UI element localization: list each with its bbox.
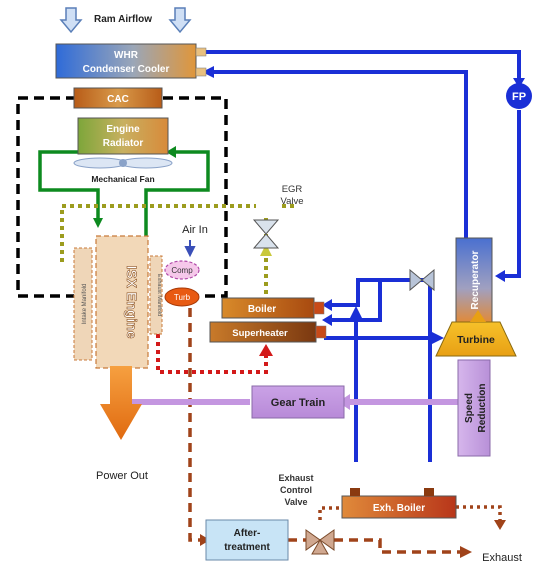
exhaust-boiler-label: Exh. Boiler bbox=[373, 503, 425, 514]
ram-airflow-right-arrow-icon bbox=[168, 7, 192, 34]
egr-line bbox=[60, 204, 296, 298]
boiler-feed-arrowhead-icon bbox=[322, 299, 332, 311]
air-in-arrow-icon bbox=[184, 240, 196, 258]
turbocharger-turbine bbox=[164, 287, 200, 307]
exh-boiler-outlet-arrowhead-icon bbox=[494, 520, 506, 530]
turbine-label: Turbine bbox=[457, 334, 495, 346]
radiator-label-line2: Radiator bbox=[103, 138, 144, 149]
engine-label: ISX Engine bbox=[124, 265, 140, 338]
exhaust-manifold-label: Exhaust Manifold bbox=[156, 274, 162, 316]
power-out-label: Power Out bbox=[96, 470, 148, 482]
compressor-label: Comp bbox=[171, 266, 193, 275]
isx-engine bbox=[73, 235, 163, 369]
exhaust-boiler bbox=[341, 495, 457, 519]
whr-label-line1: WHR bbox=[114, 50, 139, 61]
speed-reduction bbox=[457, 359, 491, 457]
egr-valve-icon bbox=[252, 219, 280, 249]
exhaust-valve-label-line1: Exhaust bbox=[278, 473, 313, 483]
compressor bbox=[164, 260, 200, 280]
coolant-arrowhead-down-icon bbox=[93, 218, 103, 228]
exh-boiler-upflow-arrowhead-icon bbox=[350, 306, 362, 318]
exhaust-dotted-lines bbox=[318, 505, 502, 524]
superheater-port bbox=[315, 325, 327, 339]
working-fluid-valve-icon bbox=[409, 268, 435, 292]
power-out-arrow-icon bbox=[100, 366, 142, 440]
hot-exhaust-line bbox=[156, 334, 268, 374]
recuperator-to-turbine-arrow-icon bbox=[470, 310, 486, 322]
recuperator-label: Recuperator bbox=[470, 250, 481, 309]
exhaust-outlet-arrowhead-icon bbox=[460, 546, 472, 558]
mechanical-fan-label: Mechanical Fan bbox=[91, 174, 154, 184]
speed-reduction-label-line1: Speed bbox=[464, 393, 475, 423]
feed-pump-label: FP bbox=[512, 91, 526, 103]
gear-train-label: Gear Train bbox=[271, 397, 326, 409]
egr-label-line2: Valve bbox=[280, 196, 303, 207]
air-in-label: Air In bbox=[182, 224, 208, 236]
ram-airflow-left-arrow-icon bbox=[59, 7, 83, 34]
hot-exhaust-arrowhead-icon bbox=[259, 344, 273, 356]
aftertreatment-label-line2: treatment bbox=[224, 542, 270, 553]
superheater-feed-arrowhead-icon bbox=[322, 314, 332, 326]
whr-label-line2: Condenser Cooler bbox=[83, 64, 170, 75]
superheater-label: Superheater bbox=[232, 328, 288, 339]
exhaust-label: Exhaust bbox=[482, 552, 522, 564]
coolant-arrowhead-left-icon bbox=[166, 146, 176, 158]
recuperator-arrowhead-icon bbox=[495, 270, 505, 282]
whr-return-arrowhead-icon bbox=[202, 66, 214, 78]
exh-boiler-port-left bbox=[350, 488, 360, 496]
intake-manifold-label: Intake Manifold bbox=[82, 284, 88, 325]
charge-air-cooler bbox=[73, 87, 163, 109]
egr-label-line1: EGR bbox=[282, 184, 303, 195]
exhaust-lines bbox=[188, 308, 462, 554]
mechanical-fan-icon bbox=[73, 157, 173, 169]
whr-port-top bbox=[195, 47, 207, 57]
turbocharger-turbine-label: Turb bbox=[174, 293, 191, 302]
ram-airflow-label: Ram Airflow bbox=[94, 14, 152, 25]
gear-train bbox=[251, 385, 345, 419]
speed-reduction-label-line2: Reduction bbox=[477, 384, 488, 433]
aftertreatment-label-line1: After- bbox=[234, 528, 261, 539]
aftertreatment-arrowhead-icon bbox=[200, 534, 210, 546]
exh-boiler-port-right bbox=[424, 488, 434, 496]
boiler-label: Boiler bbox=[248, 304, 276, 315]
exhaust-valve-label-line2: Control bbox=[280, 485, 312, 495]
exhaust-valve-label-line3: Valve bbox=[284, 497, 307, 507]
turbine-inlet-arrowhead-icon bbox=[432, 332, 444, 344]
cac-label: CAC bbox=[107, 94, 129, 105]
recuperator bbox=[455, 237, 493, 323]
exhaust-control-valve-icon bbox=[305, 529, 335, 555]
whr-condenser-cooler bbox=[55, 43, 197, 79]
whr-port-bottom bbox=[195, 67, 207, 77]
aftertreatment bbox=[205, 519, 289, 561]
egr-arrowhead-icon bbox=[260, 244, 272, 256]
boiler-port bbox=[313, 301, 325, 315]
engine-radiator bbox=[77, 117, 169, 155]
radiator-label-line1: Engine bbox=[106, 124, 140, 135]
feed-pump: FP bbox=[506, 83, 532, 109]
